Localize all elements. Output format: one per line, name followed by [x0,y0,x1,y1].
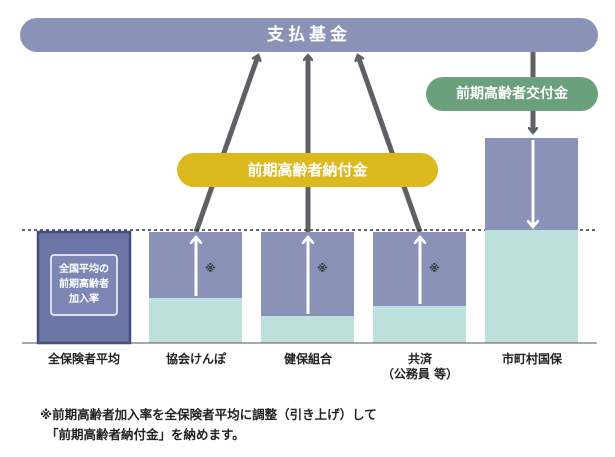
kenpo-young-bar [261,316,354,343]
label-kenpo: 健保組合 [283,352,332,366]
payment-pill [177,153,438,187]
kokuho-young-bar [485,230,578,343]
grant-pill [426,77,598,111]
national-average-label: 全国平均の 前期高齢者 加入率 [59,264,109,305]
payment-label: 前期高齢者納付金 [247,161,368,179]
fund-label: 支払基金 [267,25,351,45]
national-average-inner [50,254,118,316]
label-kokuho: 市町村国保 [501,352,562,366]
label-kyosai: 共済 （公務員 等） [381,352,459,381]
kyokai-note-mark: ※ [205,262,216,275]
label-kyokai: 協会けんぽ [165,352,226,366]
arrow-kyosai-to-fund [358,56,423,233]
footnote-line-1: ※前期高齢者加入率を全保険者平均に調整（引き上げ）して [40,407,377,422]
footnote-line-2: 「前期高齢者納付金」を納めます。 [46,427,245,442]
arrow-kyokai-to-fund [193,56,258,233]
kyosai-note-mark: ※ [429,262,440,275]
kyokai-young-bar [149,298,242,343]
fund-bar [20,18,598,52]
kenpo-note-mark: ※ [317,262,328,275]
label-all-average: 全保険者平均 [47,352,120,366]
kyosai-young-bar [373,306,466,343]
grant-label: 前期高齢者交付金 [456,86,568,102]
